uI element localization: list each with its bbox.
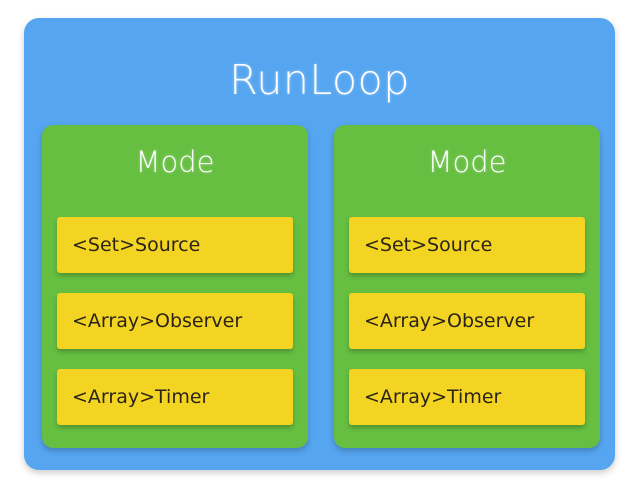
item-label-timer: <Array>Timer (72, 386, 210, 408)
item-label-source: <Set>Source (364, 234, 493, 256)
runloop-title: RunLoop (229, 56, 410, 104)
mode-panels-row: Mode <Set>Source <Array>Observer <Array>… (42, 125, 600, 448)
mode-panel-right-items: <Set>Source <Array>Observer <Array>Timer (349, 217, 585, 425)
item-label-source: <Set>Source (72, 234, 201, 256)
mode-panel-right-title: Mode (427, 145, 507, 179)
item-label-timer: <Array>Timer (364, 386, 502, 408)
runloop-container: RunLoop Mode <Set>Source <Array>Observer… (24, 18, 615, 470)
item-label-observer: <Array>Observer (72, 310, 243, 332)
item-box-source: <Set>Source (349, 217, 585, 273)
mode-panel-right: Mode <Set>Source <Array>Observer <Array>… (334, 125, 600, 448)
item-box-timer: <Array>Timer (57, 369, 293, 425)
item-label-observer: <Array>Observer (364, 310, 535, 332)
mode-panel-left-items: <Set>Source <Array>Observer <Array>Timer (57, 217, 293, 425)
mode-panel-left-title: Mode (135, 145, 215, 179)
item-box-observer: <Array>Observer (57, 293, 293, 349)
item-box-source: <Set>Source (57, 217, 293, 273)
item-box-observer: <Array>Observer (349, 293, 585, 349)
item-box-timer: <Array>Timer (349, 369, 585, 425)
mode-panel-left: Mode <Set>Source <Array>Observer <Array>… (42, 125, 308, 448)
